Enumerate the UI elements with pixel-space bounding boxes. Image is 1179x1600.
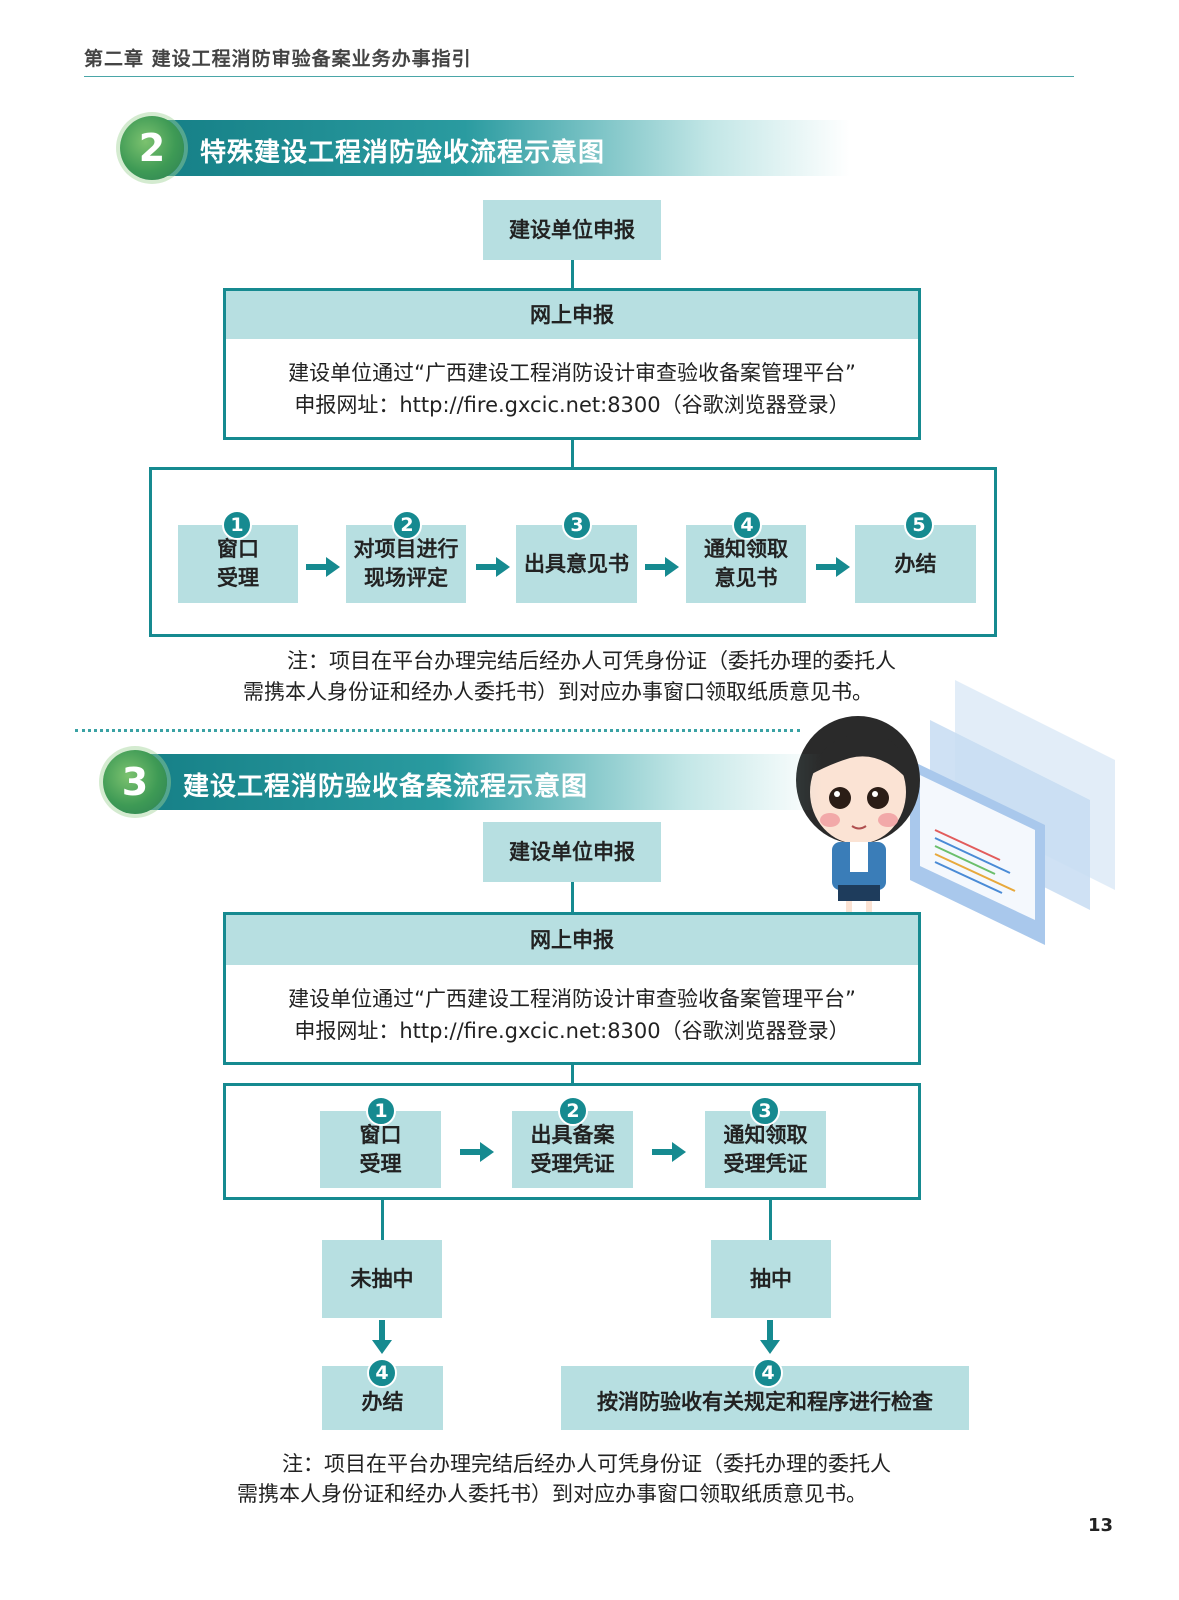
arrow-right-icon bbox=[476, 557, 510, 577]
section2-note-line1: 注：项目在平台办理完结后经办人可凭身份证（委托办理的委托人 bbox=[287, 649, 896, 673]
online-line1: 建设单位通过“广西建设工程消防设计审查验收备案管理平台” bbox=[288, 361, 856, 385]
step-number-badge: 4 bbox=[732, 510, 762, 540]
assistant-character-illustration bbox=[796, 680, 1115, 945]
section-divider bbox=[75, 729, 800, 732]
branch-selected: 抽中 bbox=[711, 1240, 831, 1318]
step-number-badge: 1 bbox=[366, 1096, 396, 1126]
online-line1: 建设单位通过“广西建设工程消防设计审查验收备案管理平台” bbox=[288, 987, 856, 1011]
connector bbox=[769, 1200, 772, 1240]
header-divider bbox=[84, 76, 1074, 77]
step-number-badge: 2 bbox=[392, 510, 422, 540]
section2-applicant-box: 建设单位申报 bbox=[483, 200, 661, 260]
section3-online-frame: 网上申报 建设单位通过“广西建设工程消防设计审查验收备案管理平台” 申报网址：h… bbox=[223, 912, 921, 1065]
step-number-badge: 2 bbox=[558, 1096, 588, 1126]
online-head: 网上申报 bbox=[226, 915, 918, 965]
section2-title-band bbox=[150, 120, 850, 176]
section3-title-band bbox=[132, 754, 822, 810]
step-number-badge: 4 bbox=[367, 1358, 397, 1388]
section2-online-frame: 网上申报 建设单位通过“广西建设工程消防设计审查验收备案管理平台” 申报网址：h… bbox=[223, 288, 921, 440]
arrow-right-icon bbox=[816, 557, 850, 577]
arrow-right-icon bbox=[460, 1142, 494, 1162]
online-line2: 申报网址：http://fire.gxcic.net:8300（谷歌浏览器登录） bbox=[294, 1019, 850, 1043]
section3-number-badge: 3 bbox=[103, 750, 167, 814]
chapter-title: 第二章 建设工程消防审验备案业务办事指引 bbox=[84, 48, 472, 70]
section3-title: 建设工程消防验收备案流程示意图 bbox=[183, 772, 589, 802]
branch-not-selected: 未抽中 bbox=[322, 1240, 442, 1318]
section3-note-line2: 需携本人身份证和经办人委托书）到对应办事窗口领取纸质意见书。 bbox=[237, 1482, 867, 1506]
section2-number-badge: 2 bbox=[120, 116, 184, 180]
arrow-down-icon bbox=[760, 1320, 780, 1354]
section3-note-line1: 注：项目在平台办理完结后经办人可凭身份证（委托办理的委托人 bbox=[282, 1452, 891, 1476]
page-number: 13 bbox=[1088, 1515, 1114, 1536]
arrow-down-icon bbox=[372, 1320, 392, 1354]
section3-applicant-box: 建设单位申报 bbox=[483, 822, 661, 882]
connector bbox=[571, 882, 574, 912]
step-number-badge: 4 bbox=[753, 1358, 783, 1388]
connector bbox=[571, 1065, 574, 1083]
step-number-badge: 5 bbox=[904, 510, 934, 540]
section2-title: 特殊建设工程消防验收流程示意图 bbox=[200, 138, 606, 168]
connector bbox=[381, 1200, 384, 1240]
arrow-right-icon bbox=[652, 1142, 686, 1162]
online-head: 网上申报 bbox=[226, 291, 918, 339]
step-number-badge: 3 bbox=[750, 1096, 780, 1126]
arrow-right-icon bbox=[306, 557, 340, 577]
step-complete: 办结 bbox=[855, 525, 976, 603]
end-complete-box: 办结 bbox=[322, 1366, 443, 1430]
online-line2: 申报网址：http://fire.gxcic.net:8300（谷歌浏览器登录） bbox=[294, 393, 850, 417]
section2-note-line2: 需携本人身份证和经办人委托书）到对应办事窗口领取纸质意见书。 bbox=[243, 680, 873, 704]
connector bbox=[571, 260, 574, 288]
arrow-right-icon bbox=[645, 557, 679, 577]
step-number-badge: 1 bbox=[222, 510, 252, 540]
step-number-badge: 3 bbox=[562, 510, 592, 540]
connector bbox=[571, 440, 574, 468]
